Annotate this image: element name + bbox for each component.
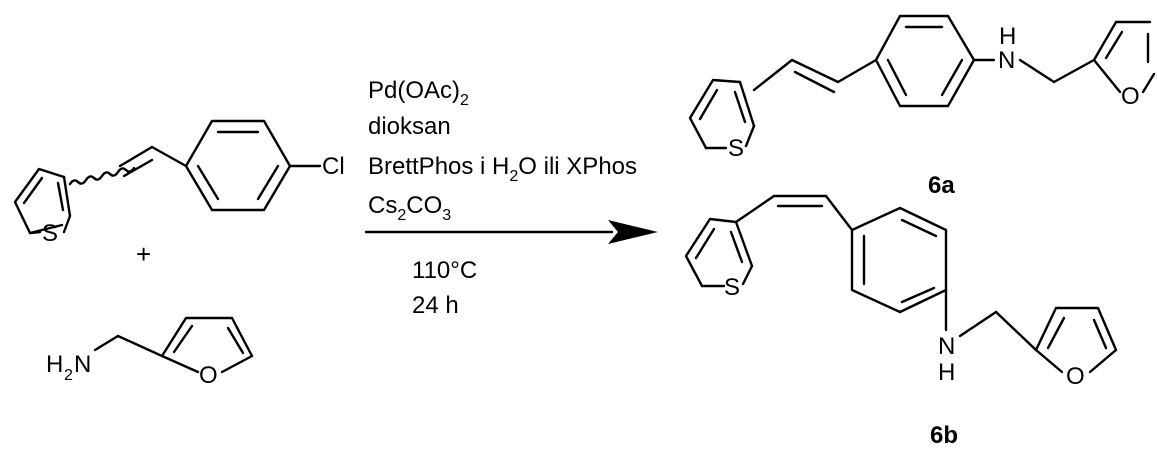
vinyl-bond-1-double: [122, 158, 154, 178]
nh-to-ch2-6a: [1018, 58, 1056, 84]
ligand-text: BrettPhos i H2O ili XPhos: [368, 153, 637, 185]
vinyl-bond-1: [118, 145, 154, 168]
benzene-ring-6a: [874, 14, 976, 108]
furan-ring-1-double-a: [172, 324, 194, 354]
vinyl-6b-to-ring: [824, 194, 854, 232]
benzene-ring-6b: [850, 206, 948, 314]
ch2-to-furan: [116, 334, 164, 358]
ch2-to-furan-6b: [994, 310, 1038, 352]
furan-6b-o-right: [1088, 348, 1118, 374]
chlorine-atom: Cl: [322, 153, 345, 180]
temperature-text: 110°C: [412, 257, 477, 284]
furan-oxygen-1: O: [199, 362, 218, 389]
amine-h-subscript: 2: [64, 367, 73, 384]
wavy-bond: [68, 166, 136, 186]
furan-ring-1: [160, 316, 254, 358]
reaction-conditions: Pd(OAc)2 dioksan BrettPhos i H2O ili XPh…: [364, 77, 658, 319]
reactant-chlorostyrylthiophene: S Cl: [13, 119, 345, 247]
thiophene-sulfur-6a: S: [728, 135, 744, 162]
base-text: Cs2CO3: [368, 192, 451, 224]
vinyl-6a-double: [793, 70, 836, 94]
thiophene-6b-s-right: [741, 264, 754, 286]
compound-label-6a: 6a: [928, 172, 955, 199]
furan-6a-double-a: [1104, 30, 1124, 60]
furan-ring-1-o-left: [160, 354, 200, 374]
furan-6b-o-left: [1034, 348, 1064, 374]
thiophene-ring-6a: [688, 78, 742, 150]
benzene-6a-inner-2: [940, 58, 964, 97]
thiophene-ring-1-s-right: [62, 214, 72, 234]
compound-label-6b: 6b: [930, 422, 958, 449]
ch2-to-furan-6a: [1052, 58, 1096, 84]
product-6b: S N H O 6b: [684, 194, 1118, 449]
thiophene-sulfur-1: S: [42, 220, 58, 247]
amine-nitrogen: N: [74, 351, 91, 378]
benzene-ring-1-inner-2: [256, 164, 280, 201]
furan-oxygen-6a: O: [1121, 83, 1140, 110]
vinyl-6a-to-ring: [836, 58, 878, 84]
furan-oxygen-6b: O: [1066, 363, 1085, 390]
thiophene-6b-c2c3: [734, 220, 754, 268]
nh-nitrogen-6b: N: [938, 333, 955, 360]
thiophene-sulfur-6b: S: [724, 274, 740, 301]
furan-6b-double-b: [1092, 318, 1108, 350]
catalyst-text: Pd(OAc)2: [368, 77, 469, 109]
thiophene-ring-1-c2c3: [62, 175, 72, 218]
reactant-furfurylamine: H 2 N O: [46, 316, 254, 389]
thiophene-ring-6b: [684, 217, 738, 288]
furan-6a-o-right: [1141, 72, 1156, 94]
vinyl-to-benzene-1: [150, 145, 188, 168]
thiophene-ring-1: [13, 167, 66, 235]
thiophene-6a-s-right: [744, 124, 756, 148]
amine-h: H: [46, 351, 63, 378]
solvent-text: dioksan: [368, 113, 451, 140]
plus-sign: +: [136, 239, 151, 269]
thiophene-6b-double-b: [729, 230, 744, 264]
thiophene-ring-1-s-left: [28, 230, 42, 235]
thiophene-ring-1-double-a: [22, 176, 44, 205]
thiophene-6b-double-a: [694, 227, 716, 260]
nh-hydrogen-6b: H: [938, 359, 955, 386]
thiophene-6a-c2c3: [738, 80, 756, 128]
furan-ring-1-double-b: [226, 326, 245, 355]
benzene-6b-inner-2: [900, 218, 938, 238]
thiophene-6a-double-b: [733, 90, 747, 124]
benzene-6b-inner-3: [900, 286, 936, 304]
thiophene-ring-1-double-b: [56, 181, 65, 212]
benzene-6a-inner-3: [886, 58, 908, 97]
nh-to-ch2-6b: [958, 310, 998, 338]
vinyl-6a-2: [790, 58, 840, 84]
furan-6b-double-a: [1046, 316, 1066, 350]
furan-ring-6a: [1092, 20, 1152, 62]
furan-ring-6b: [1034, 306, 1118, 352]
furan-ring-1-o-right: [220, 354, 254, 374]
vinyl-6b-1: [734, 194, 776, 224]
reaction-arrow-head: [608, 220, 658, 244]
thiophene-6a-double-a: [698, 88, 719, 121]
time-text: 24 h: [412, 292, 459, 319]
vinyl-6a-1: [752, 58, 794, 92]
benzene-ring-1: [184, 119, 292, 212]
benzene-ring-1-inner-3: [196, 164, 220, 201]
amine-to-ch2: [93, 334, 120, 352]
furan-6a-o-left: [1092, 58, 1122, 94]
nh-nitrogen-6a: N: [998, 47, 1015, 74]
product-6a: S H N O 6a: [688, 14, 1156, 199]
nh-hydrogen-6a: H: [999, 23, 1016, 50]
